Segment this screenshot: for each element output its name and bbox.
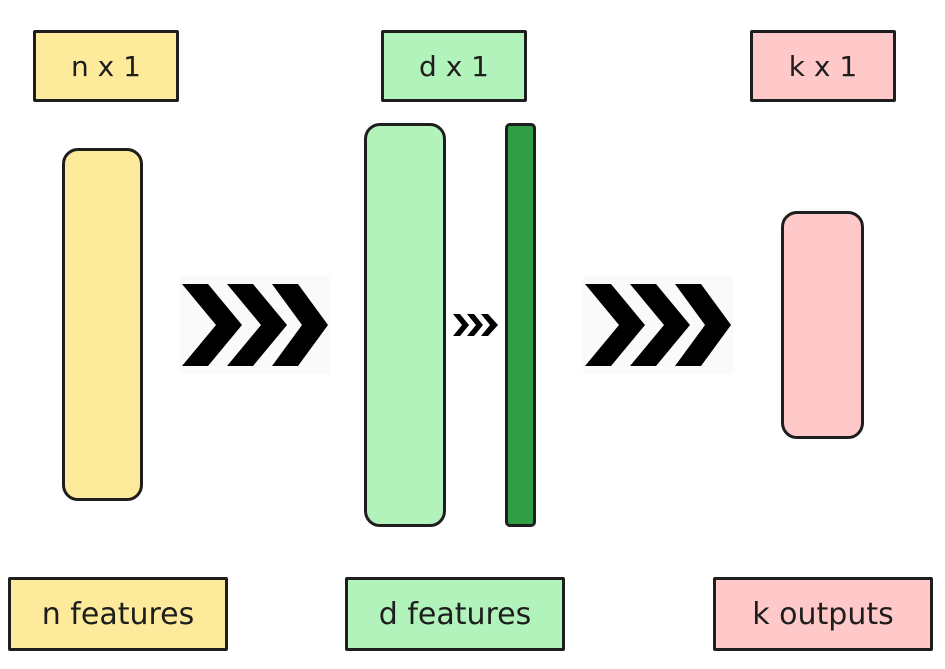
input-dimension-text: n x 1 <box>71 49 141 83</box>
output-vector <box>781 211 864 439</box>
input-features-text: n features <box>41 596 195 632</box>
output-outputs-text: k outputs <box>752 596 894 632</box>
output-dimension-text: k x 1 <box>788 49 858 83</box>
hidden-dimension-text: d x 1 <box>419 49 489 83</box>
chevrons-right-icon <box>180 276 330 374</box>
output-outputs-label: k outputs <box>713 577 933 651</box>
hidden-vector <box>364 123 446 527</box>
hidden-features-label: d features <box>345 577 565 651</box>
input-vector <box>62 148 143 501</box>
input-features-label: n features <box>8 577 228 651</box>
hidden-features-text: d features <box>378 596 532 632</box>
output-dimension-label: k x 1 <box>750 30 896 102</box>
input-dimension-label: n x 1 <box>33 30 179 102</box>
chevrons-right-icon <box>583 276 733 374</box>
chevrons-right-icon <box>453 314 498 336</box>
hidden-layer-bar <box>505 123 536 527</box>
hidden-dimension-label: d x 1 <box>381 30 527 102</box>
